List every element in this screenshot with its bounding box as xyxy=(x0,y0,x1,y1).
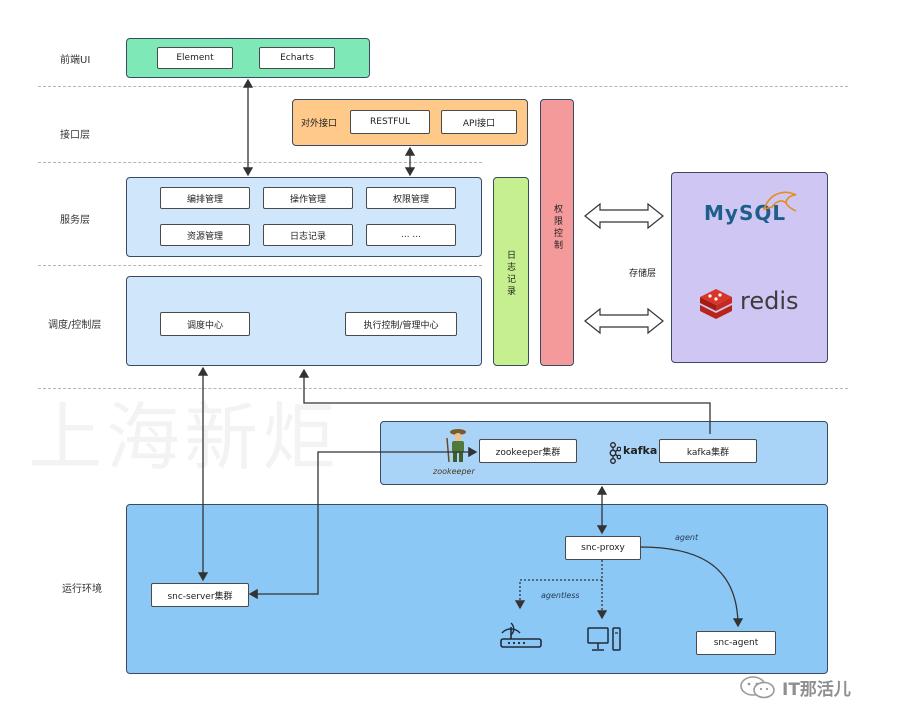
frontend-layer-box: Element Echarts xyxy=(126,38,370,78)
separator-line xyxy=(38,265,482,266)
server-zookeeper-arrow xyxy=(248,446,478,600)
mysql-logo: MySQL xyxy=(704,201,787,225)
kafka-execution-arrow xyxy=(298,368,711,434)
permission-item: 权限管理 xyxy=(366,187,456,209)
kafka-logo: kafka xyxy=(623,444,658,457)
proxy-router-arrow xyxy=(514,579,602,610)
kafka-icon xyxy=(609,442,621,464)
brand-label: IT那活儿 xyxy=(782,680,851,700)
proxy-agent-arrow xyxy=(639,546,744,628)
log-record-box: 日志记录 xyxy=(493,177,529,366)
storage-lower-double-arrow xyxy=(584,307,664,335)
snc-proxy-item: snc-proxy xyxy=(565,536,641,560)
redis-logo: redis xyxy=(740,287,799,315)
api-item: API接口 xyxy=(441,110,517,134)
dolphin-icon xyxy=(762,191,797,212)
permission-control-box: 权限控制 xyxy=(540,99,574,366)
layer-label-frontend: 前端UI xyxy=(60,55,91,66)
agent-label: agent xyxy=(675,533,699,542)
layer-label-interface: 接口层 xyxy=(60,130,90,141)
zookeeper-cluster-item: zookeeper集群 xyxy=(479,439,577,463)
separator-line xyxy=(38,86,848,87)
log-record-label: 日志记录 xyxy=(505,250,515,298)
separator-line xyxy=(38,162,482,163)
resource-item: 资源管理 xyxy=(160,224,250,246)
more-item: ... ... xyxy=(366,224,456,246)
execution-control-item: 执行控制/管理中心 xyxy=(345,312,457,336)
orchestration-item: 编排管理 xyxy=(160,187,250,209)
computer-icon xyxy=(587,627,621,651)
external-interface-label: 对外接口 xyxy=(301,119,338,129)
storage-layer-box: MySQL redis xyxy=(671,172,828,363)
kafka-cluster-item: kafka集群 xyxy=(659,439,757,463)
separator-line xyxy=(38,388,848,389)
storage-upper-double-arrow xyxy=(584,202,664,230)
layer-label-storage: 存储层 xyxy=(629,269,657,279)
snc-server-cluster-item: snc-server集群 xyxy=(151,583,249,607)
layer-label-runtime: 运行环境 xyxy=(62,584,102,595)
service-layer-box: 编排管理 操作管理 权限管理 资源管理 日志记录 ... ... xyxy=(126,177,482,257)
element-item: Element xyxy=(157,47,233,69)
scheduling-center-item: 调度中心 xyxy=(160,312,250,336)
router-icon xyxy=(500,622,542,648)
snc-agent-item: snc-agent xyxy=(696,631,776,655)
restful-item: RESTFUL xyxy=(350,110,430,134)
scheduling-layer-box: 调度中心 执行控制/管理中心 xyxy=(126,276,482,366)
agentless-label: agentless xyxy=(541,591,580,600)
permission-control-label: 权限控制 xyxy=(552,204,562,252)
interface-layer-box: 对外接口 RESTFUL API接口 xyxy=(292,99,528,146)
log-item: 日志记录 xyxy=(263,224,353,246)
operation-item: 操作管理 xyxy=(263,187,353,209)
wechat-icon xyxy=(740,676,775,699)
echarts-item: Echarts xyxy=(259,47,335,69)
redis-cube-icon xyxy=(700,289,732,319)
layer-label-scheduling: 调度/控制层 xyxy=(48,320,102,331)
layer-label-service: 服务层 xyxy=(60,215,90,226)
